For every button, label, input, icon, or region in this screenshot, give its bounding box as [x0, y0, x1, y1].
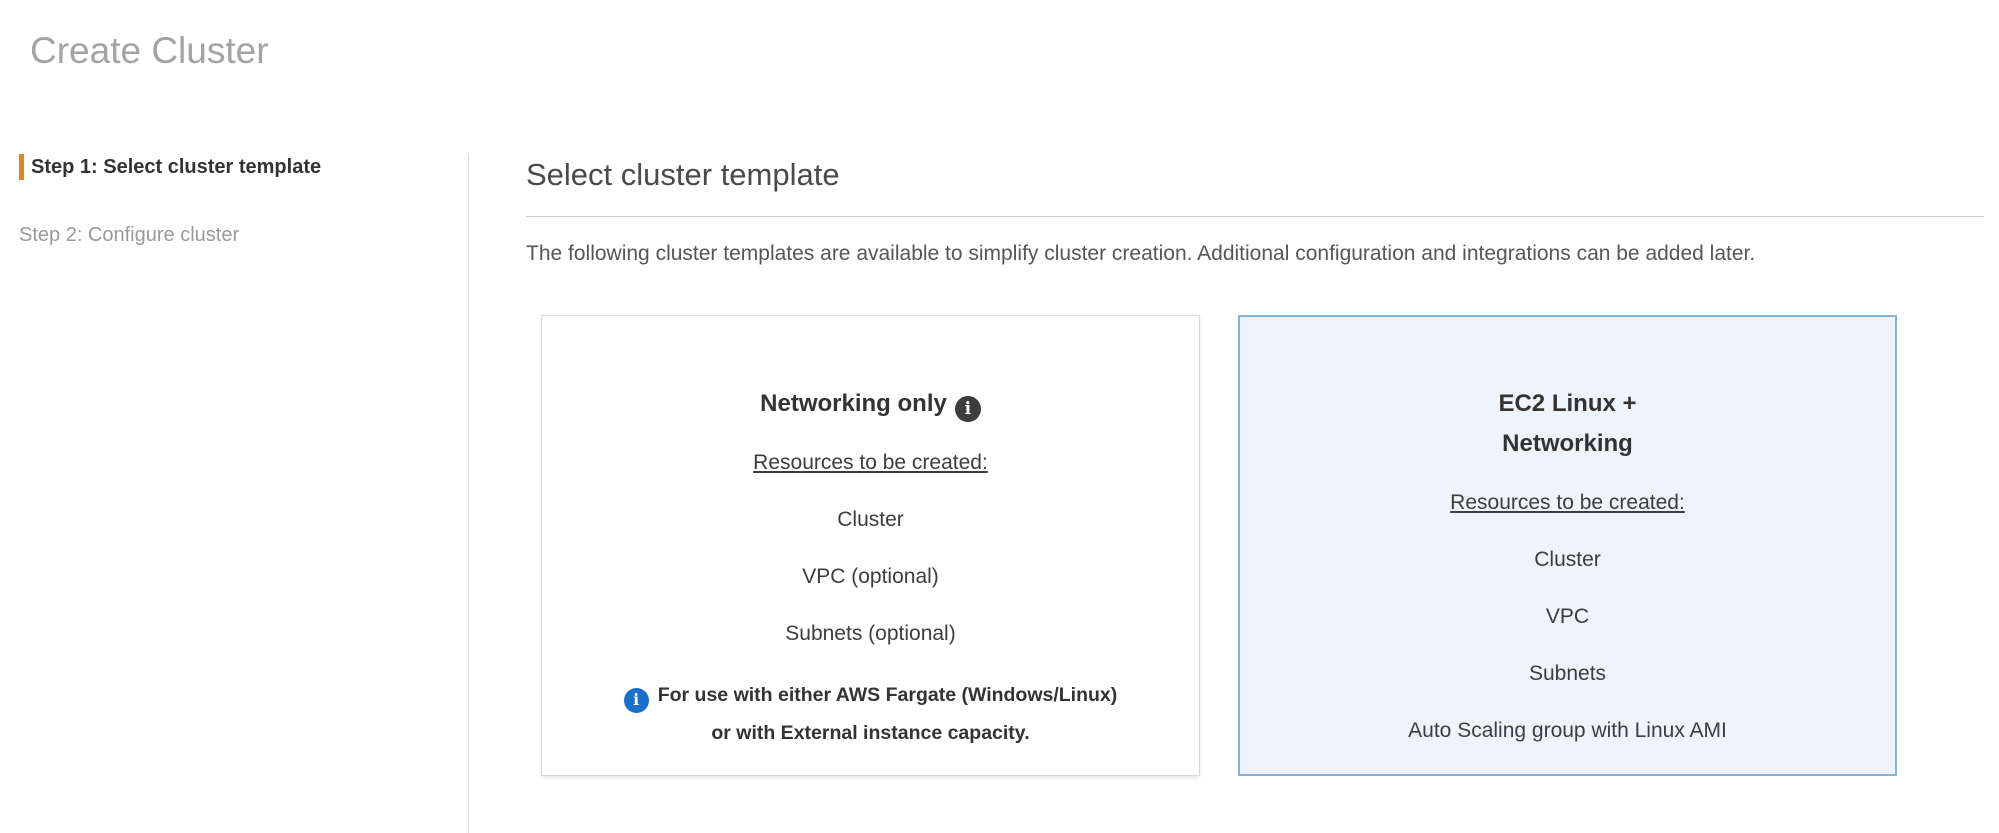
card-title: Networking only	[760, 390, 947, 417]
resource-item: Subnets (optional)	[785, 622, 956, 645]
cluster-template-cards: Networking only i Resources to be created…	[541, 315, 1984, 776]
sidebar-step-1-select-cluster-template[interactable]: Step 1: Select cluster template	[19, 154, 468, 180]
resources-label: Resources to be created:	[753, 451, 988, 474]
content-area: Select cluster template The following cl…	[526, 154, 1984, 833]
template-card-networking-only[interactable]: Networking only i Resources to be created…	[541, 315, 1200, 776]
resource-item: Auto Scaling group with Linux AMI	[1408, 719, 1727, 742]
info-icon-glyph: i	[964, 399, 972, 419]
section-description: The following cluster templates are avai…	[526, 242, 1756, 265]
create-cluster-page: Create Cluster Step 1: Select cluster te…	[0, 30, 1999, 833]
resources-label: Resources to be created:	[1450, 491, 1685, 514]
card-note-text: For use with either AWS Fargate (Windows…	[657, 684, 1118, 744]
resource-item: Cluster	[837, 508, 904, 531]
info-icon[interactable]: i	[954, 396, 981, 422]
resource-item: VPC (optional)	[802, 565, 939, 588]
resource-item: Cluster	[1534, 548, 1601, 571]
heading-divider	[526, 216, 1984, 217]
template-card-ec2-linux-networking[interactable]: EC2 Linux + Networking Resources to be c…	[1238, 315, 1897, 776]
info-icon-glyph: i	[633, 690, 640, 709]
sidebar-step-2-configure-cluster: Step 2: Configure cluster	[19, 224, 240, 246]
page-title: Create Cluster	[30, 30, 269, 71]
card-title-row: EC2 Linux + Networking	[1498, 344, 1636, 464]
wizard-layout: Step 1: Select cluster template Step 2: …	[0, 154, 1999, 833]
wizard-steps-sidebar: Step 1: Select cluster template Step 2: …	[0, 154, 469, 833]
resource-item: Subnets	[1528, 662, 1607, 685]
card-note: i For use with either AWS Fargate (Window…	[623, 676, 1118, 752]
resource-item: VPC	[1545, 605, 1590, 628]
card-title: EC2 Linux + Networking	[1498, 390, 1637, 457]
card-title-row: Networking only i	[760, 344, 981, 424]
section-heading: Select cluster template	[526, 157, 840, 192]
info-icon: i	[623, 687, 649, 713]
